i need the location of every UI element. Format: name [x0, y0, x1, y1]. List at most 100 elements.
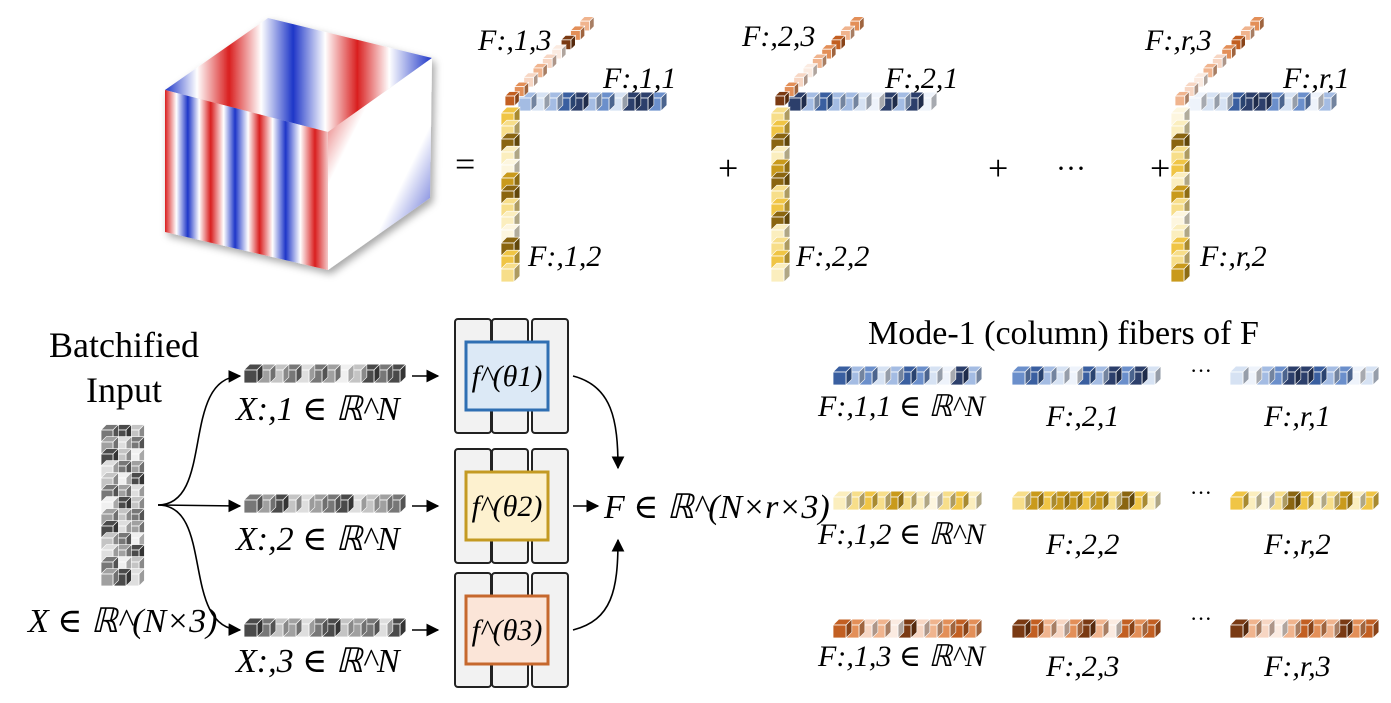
fiber-label-2-3: F:,2,3 — [1045, 650, 1119, 683]
input-column-label-2: X:,2 ∈ ℝ^N — [234, 521, 402, 558]
cell-front — [832, 371, 847, 386]
fiber-cell — [243, 493, 264, 514]
fiber-depth-3 — [774, 16, 865, 107]
fiber-cell — [1229, 618, 1250, 639]
cell-front — [1011, 496, 1026, 511]
network-function-box — [464, 340, 550, 412]
fiber-cell — [871, 490, 892, 511]
network-function-box — [464, 594, 550, 666]
fiber-cell — [832, 490, 853, 511]
fiber-cell — [1011, 618, 1032, 639]
fiber-label-1-2: F:,1,2 ∈ ℝ^N — [817, 518, 987, 551]
factor-label-mode2: F:,2,2 — [795, 240, 869, 273]
fiber-label-2-1: F:,2,1 — [1045, 400, 1119, 433]
fiber-cell — [504, 90, 520, 107]
plus-sign-2: + — [988, 148, 1008, 188]
cell-front — [500, 268, 515, 283]
cell-front — [1229, 624, 1244, 639]
factor-label-mode2: F:,1,2 — [527, 240, 601, 273]
plus-sign-3: + — [1150, 148, 1170, 188]
output-tensor-label: F ∈ ℝ^(N×r×3) — [603, 489, 830, 526]
fiber-r-2 — [1229, 490, 1380, 511]
fiber-1-1 — [832, 365, 983, 386]
input-column-3 — [243, 617, 407, 638]
input-title-line2: Input — [86, 370, 162, 410]
cell-front — [100, 573, 114, 587]
input-column-2 — [243, 493, 407, 514]
factor-label-mode1: F:,2,1 — [884, 62, 958, 95]
network-f-theta-2: f^(θ2) — [454, 448, 569, 564]
network-function-box — [464, 470, 550, 542]
arrow-f1-to-output — [572, 375, 625, 470]
cube-top-face — [165, 18, 432, 132]
fiber-column-2 — [1170, 106, 1191, 283]
cell-front — [1187, 97, 1202, 112]
network-function-label: f^(θ3) — [472, 614, 543, 647]
fiber-cell — [770, 262, 791, 283]
cell-front — [1170, 268, 1185, 283]
fiber-2-1 — [1011, 365, 1162, 386]
fibers-ellipsis-row1: ··· — [1190, 358, 1212, 383]
data-tensor-cube — [165, 18, 432, 270]
arrow-to-column-2 — [157, 499, 242, 513]
fiber-label-2-2: F:,2,2 — [1045, 528, 1119, 561]
fiber-cell — [530, 91, 551, 112]
split-arrows — [157, 370, 242, 636]
fiber-cell — [500, 262, 521, 283]
cell-front — [832, 496, 847, 511]
cell-front — [787, 97, 802, 112]
factor-label-mode3: F:,r,3 — [1144, 24, 1212, 57]
fiber-cell — [858, 618, 879, 639]
equals-sign: = — [455, 144, 475, 184]
network-f-theta-1: f^(θ1) — [454, 318, 569, 434]
fiber-cell — [1170, 262, 1191, 283]
cell-front — [1011, 624, 1026, 639]
rank1-component-2: F:,2,3 F:,2,1 F:,2,2 — [741, 16, 958, 283]
fiber-cell — [1174, 90, 1190, 107]
fiber-cell — [243, 363, 264, 384]
fiber-cell — [1011, 365, 1032, 386]
fiber-cell — [1011, 490, 1032, 511]
cell-front — [517, 97, 532, 112]
fiber-column-2 — [500, 106, 521, 283]
cell-front — [243, 369, 258, 384]
input-label: X ∈ ℝ^(N×3) — [26, 603, 217, 640]
fiber-label-r-3: F:,r,3 — [1263, 650, 1331, 683]
factor-label-mode3: F:,1,3 — [477, 24, 551, 57]
fiber-row-1 — [517, 91, 668, 112]
rank1-component-r: F:,r,3 F:,r,1 F:,r,2 — [1144, 16, 1350, 283]
cell-front — [1229, 371, 1244, 386]
arrow-to-column-3 — [157, 504, 242, 636]
rank1-component-1: F:,1,3 F:,1,1 F:,1,2 — [477, 16, 676, 283]
fiber-column-2 — [770, 106, 791, 283]
cell-front — [832, 624, 847, 639]
cell-front — [1011, 371, 1026, 386]
fiber-1-3 — [832, 618, 983, 639]
fibers-ellipsis-row3: ··· — [1190, 606, 1212, 631]
fiber-r-1 — [1229, 365, 1380, 386]
factor-label-mode1: F:,1,1 — [602, 62, 676, 95]
network-to-output-arrows — [572, 375, 625, 631]
fiber-cell — [787, 91, 808, 112]
fiber-depth-3 — [504, 16, 595, 107]
fiber-cell — [832, 618, 853, 639]
fiber-row-1 — [1187, 91, 1338, 112]
cell-front — [504, 95, 516, 107]
cell-front — [770, 268, 785, 283]
plus-sign-1: + — [718, 148, 738, 188]
fiber-cell — [1024, 365, 1045, 386]
fiber-2-3 — [1011, 618, 1162, 639]
cell-front — [1229, 496, 1244, 511]
network-f-theta-3: f^(θ3) — [454, 572, 569, 688]
cell-front — [243, 623, 258, 638]
cube-side-face — [328, 58, 432, 270]
fiber-cell — [243, 617, 264, 638]
fiber-r-3 — [1229, 618, 1380, 639]
fibers-ellipsis-row2: ··· — [1190, 480, 1212, 505]
fiber-label-1-3: F:,1,3 ∈ ℝ^N — [817, 640, 987, 673]
batchified-input-matrix — [100, 423, 146, 587]
input-cell — [100, 543, 120, 563]
input-title-line1: Batchified — [49, 325, 199, 365]
cell-front — [774, 95, 786, 107]
